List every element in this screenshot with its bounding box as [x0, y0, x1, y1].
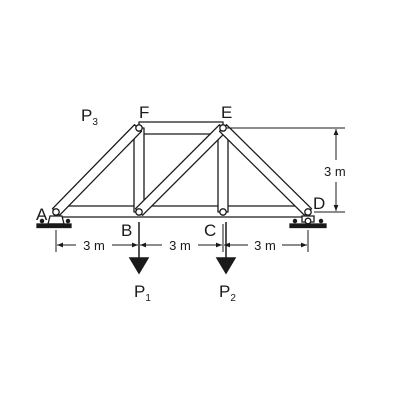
- member-vertical-fb: [133, 127, 145, 213]
- load-label-p1: P1: [134, 282, 151, 304]
- dim-label-height: 3 m: [324, 164, 346, 179]
- load-label-p3: P3: [81, 106, 98, 128]
- support-pin-left: [36, 215, 72, 229]
- load-label-p1-sub: 1: [145, 293, 151, 304]
- node-label-f: F: [139, 103, 149, 122]
- member-top-chord: [138, 121, 224, 135]
- load-arrow-p2-head: [215, 257, 237, 275]
- dim-label-bc: 3 m: [169, 238, 191, 253]
- node-label-d: D: [313, 194, 325, 213]
- node-label-a: A: [36, 205, 48, 224]
- pin-b: [135, 208, 143, 216]
- support-roller-right: [289, 215, 327, 229]
- load-label-p3-letter: P: [81, 106, 92, 125]
- pin-c: [219, 208, 227, 216]
- pin-a: [52, 208, 60, 216]
- node-label-c: C: [204, 221, 216, 240]
- load-label-p1-letter: P: [134, 282, 145, 301]
- load-label-p2: P2: [219, 282, 236, 304]
- node-label-b: B: [121, 221, 132, 240]
- node-label-e: E: [221, 103, 232, 122]
- member-diagonal-be: [134, 124, 228, 216]
- member-diagonal-af: [51, 124, 143, 216]
- load-arrow-p1-head: [128, 257, 150, 275]
- member-vertical-ec: [217, 127, 229, 213]
- dim-label-cd: 3 m: [254, 238, 276, 253]
- pin-e: [219, 124, 227, 132]
- pin-f: [135, 124, 143, 132]
- load-label-p2-letter: P: [219, 282, 230, 301]
- pin-d: [304, 208, 312, 216]
- member-bottom-chord: [55, 205, 309, 218]
- member-diagonal-ed: [218, 124, 313, 216]
- dim-label-ab: 3 m: [83, 238, 105, 253]
- load-label-p3-sub: 3: [92, 117, 98, 128]
- load-label-p2-sub: 2: [230, 293, 236, 304]
